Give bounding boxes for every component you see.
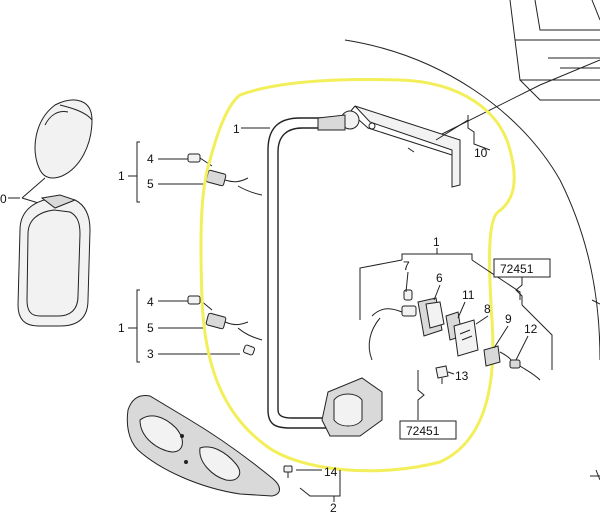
callout-0-left: 0 <box>0 192 7 206</box>
callout-10-top: 10 <box>474 146 488 160</box>
callout-1-arm: 1 <box>233 122 240 136</box>
callout-2: 2 <box>330 501 337 515</box>
callout-4-mid: 4 <box>147 295 154 309</box>
callout-12: 12 <box>524 322 538 336</box>
connector-parts-top <box>187 153 263 196</box>
ref-box-lower: 72451 <box>399 370 457 440</box>
mirror-head-large <box>17 194 91 327</box>
connector-assembly <box>368 289 541 381</box>
bracket-group-top <box>128 141 205 203</box>
callout-1-top-group: 1 <box>118 169 125 183</box>
callout-14: 14 <box>324 465 338 479</box>
callout-1-mid-group: 1 <box>118 321 125 335</box>
callout-8: 8 <box>484 302 491 316</box>
callout-3-mid: 3 <box>147 347 154 361</box>
mirror-head-small <box>34 99 93 179</box>
right-edge-marks <box>590 299 600 481</box>
ref-label-upper: 72451 <box>500 262 534 276</box>
callout-4-top: 4 <box>147 152 154 166</box>
callout-11: 11 <box>462 288 475 302</box>
callout-13: 13 <box>455 369 469 383</box>
mirror-arm <box>267 105 461 437</box>
bracket-group-mid <box>128 289 240 363</box>
part-13 <box>435 365 455 384</box>
callout-9: 9 <box>505 312 512 326</box>
vehicle-outline <box>344 0 600 361</box>
highlight-outline <box>199 78 516 473</box>
cover-part-2 <box>126 395 280 497</box>
callout-1-kit: 1 <box>433 235 440 249</box>
callout-5-mid: 5 <box>147 321 154 335</box>
ref-label-lower: 72451 <box>406 424 440 438</box>
callout-5-top: 5 <box>147 177 154 191</box>
ref-box-upper: 72451 <box>493 258 553 370</box>
part-14 <box>283 465 293 478</box>
kit-bracket-1 <box>359 248 521 320</box>
callout-7: 7 <box>403 259 410 273</box>
callout-10-leader <box>435 115 491 151</box>
callout-6: 6 <box>436 271 443 285</box>
connector-parts-mid <box>187 295 263 356</box>
